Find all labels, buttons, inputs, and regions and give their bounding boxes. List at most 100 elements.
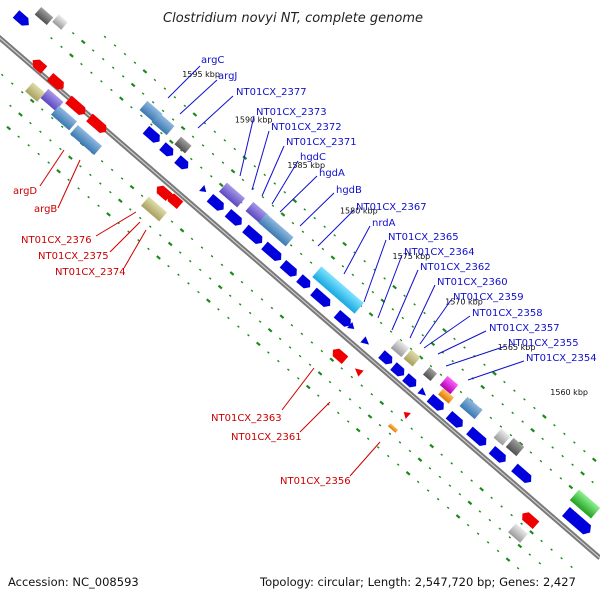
- gene-label[interactable]: NT01CX_2356: [280, 476, 351, 487]
- gene-box[interactable]: [569, 489, 600, 519]
- forward-gene-arrow[interactable]: [333, 309, 354, 329]
- reverse-gene-arrow[interactable]: [401, 409, 411, 419]
- gene-label[interactable]: NT01CX_2364: [404, 247, 475, 258]
- tick-mark: [270, 306, 274, 310]
- gene-label[interactable]: NT01CX_2358: [472, 308, 543, 319]
- forward-gene-arrow[interactable]: [347, 322, 357, 332]
- tick-mark: [237, 325, 240, 328]
- tick-mark: [87, 195, 90, 199]
- gene-label[interactable]: NT01CX_2371: [286, 137, 357, 148]
- gene-features: [12, 6, 600, 543]
- forward-gene-arrow[interactable]: [378, 350, 395, 367]
- forward-gene-arrow[interactable]: [242, 224, 265, 247]
- gene-label[interactable]: NT01CX_2372: [271, 122, 342, 133]
- reverse-gene-arrow[interactable]: [86, 113, 109, 136]
- forward-gene-arrow[interactable]: [390, 362, 407, 379]
- reverse-gene-arrow[interactable]: [29, 56, 48, 74]
- reverse-gene-arrow[interactable]: [330, 346, 349, 365]
- forward-gene-arrow[interactable]: [224, 208, 245, 228]
- forward-gene-arrow[interactable]: [511, 463, 534, 486]
- gene-box[interactable]: [174, 136, 192, 154]
- forward-gene-arrow[interactable]: [206, 193, 227, 213]
- reverse-gene-arrow[interactable]: [352, 365, 364, 377]
- gene-label[interactable]: hgdA: [319, 168, 345, 179]
- tick-mark: [370, 393, 374, 396]
- gene-box[interactable]: [390, 338, 410, 358]
- reverse-gene-arrow[interactable]: [165, 191, 184, 210]
- reverse-gene-arrow[interactable]: [46, 72, 67, 92]
- forward-gene-arrow[interactable]: [360, 336, 371, 347]
- tick-mark: [123, 52, 127, 56]
- gene-label[interactable]: argC: [201, 55, 224, 66]
- tick-mark: [336, 411, 340, 415]
- gene-box[interactable]: [493, 428, 511, 446]
- gene-label[interactable]: NT01CX_2374: [55, 267, 126, 278]
- gene-box[interactable]: [141, 196, 167, 222]
- gene-box[interactable]: [34, 6, 54, 26]
- gene-box[interactable]: [459, 396, 483, 420]
- forward-gene-arrow[interactable]: [174, 155, 191, 172]
- gene-box[interactable]: [25, 82, 45, 102]
- gene-box[interactable]: [422, 366, 438, 382]
- gene-box[interactable]: [505, 437, 525, 457]
- forward-gene-arrow[interactable]: [279, 259, 300, 279]
- gene-box[interactable]: [258, 213, 294, 247]
- gene-label[interactable]: NT01CX_2360: [437, 277, 508, 288]
- forward-gene-arrow[interactable]: [402, 373, 419, 390]
- forward-gene-arrow[interactable]: [310, 287, 333, 310]
- forward-gene-arrow[interactable]: [199, 185, 209, 195]
- forward-gene-arrow[interactable]: [159, 142, 176, 159]
- forward-gene-arrow[interactable]: [488, 445, 509, 465]
- gene-label[interactable]: argB: [34, 204, 57, 215]
- gene-label[interactable]: NT01CX_2357: [489, 323, 560, 334]
- forward-gene-arrow[interactable]: [261, 241, 284, 264]
- gene-box[interactable]: [219, 182, 245, 208]
- gene-label[interactable]: NT01CX_2362: [420, 262, 491, 273]
- forward-gene-arrow[interactable]: [12, 10, 32, 29]
- gene-box[interactable]: [439, 375, 459, 395]
- forward-gene-arrow[interactable]: [417, 387, 428, 398]
- forward-gene-arrow[interactable]: [296, 274, 313, 291]
- gene-box[interactable]: [387, 423, 399, 433]
- gene-label[interactable]: NT01CX_2359: [453, 292, 524, 303]
- gene-label[interactable]: NT01CX_2355: [508, 338, 579, 349]
- gene-box[interactable]: [40, 88, 64, 112]
- gene-label[interactable]: NT01CX_2365: [388, 232, 459, 243]
- forward-gene-arrow[interactable]: [142, 125, 163, 145]
- forward-gene-arrow[interactable]: [426, 393, 447, 413]
- gene-label[interactable]: NT01CX_2375: [38, 251, 109, 262]
- gene-label[interactable]: NT01CX_2377: [236, 87, 307, 98]
- gene-box[interactable]: [403, 349, 421, 367]
- gene-label[interactable]: NT01CX_2376: [21, 235, 92, 246]
- forward-gene-arrow[interactable]: [561, 506, 594, 537]
- tick-mark: [191, 135, 195, 139]
- gene-box[interactable]: [508, 523, 528, 543]
- gene-label[interactable]: hgdC: [300, 152, 326, 163]
- gene-label[interactable]: nrdA: [372, 218, 396, 229]
- gene-label[interactable]: hgdB: [336, 185, 362, 196]
- gene-label[interactable]: NT01CX_2363: [211, 413, 282, 424]
- forward-gene-arrow[interactable]: [466, 426, 489, 449]
- gene-box[interactable]: [151, 112, 175, 136]
- gene-label[interactable]: argD: [13, 186, 37, 197]
- gene-box[interactable]: [52, 14, 68, 30]
- reverse-gene-arrow[interactable]: [65, 95, 88, 118]
- gene-box[interactable]: [312, 266, 364, 314]
- tick-mark: [411, 325, 415, 328]
- tick-mark: [50, 36, 53, 40]
- forward-gene-arrow[interactable]: [445, 410, 466, 430]
- gene-label[interactable]: NT01CX_2373: [256, 107, 327, 118]
- tick-mark: [110, 88, 113, 92]
- gene-label[interactable]: NT01CX_2354: [526, 353, 597, 364]
- gene-box[interactable]: [438, 388, 454, 404]
- tick-mark: [498, 527, 502, 530]
- tick-mark: [501, 403, 504, 406]
- gene-label[interactable]: NT01CX_2361: [231, 432, 302, 443]
- gene-box[interactable]: [51, 105, 77, 131]
- reverse-gene-arrow[interactable]: [519, 510, 540, 530]
- gene-label[interactable]: NT01CX_2367: [356, 202, 427, 213]
- gene-box[interactable]: [69, 124, 103, 156]
- gene-label[interactable]: argJ: [218, 71, 237, 82]
- tick-mark: [480, 384, 486, 390]
- tick-mark: [261, 195, 265, 199]
